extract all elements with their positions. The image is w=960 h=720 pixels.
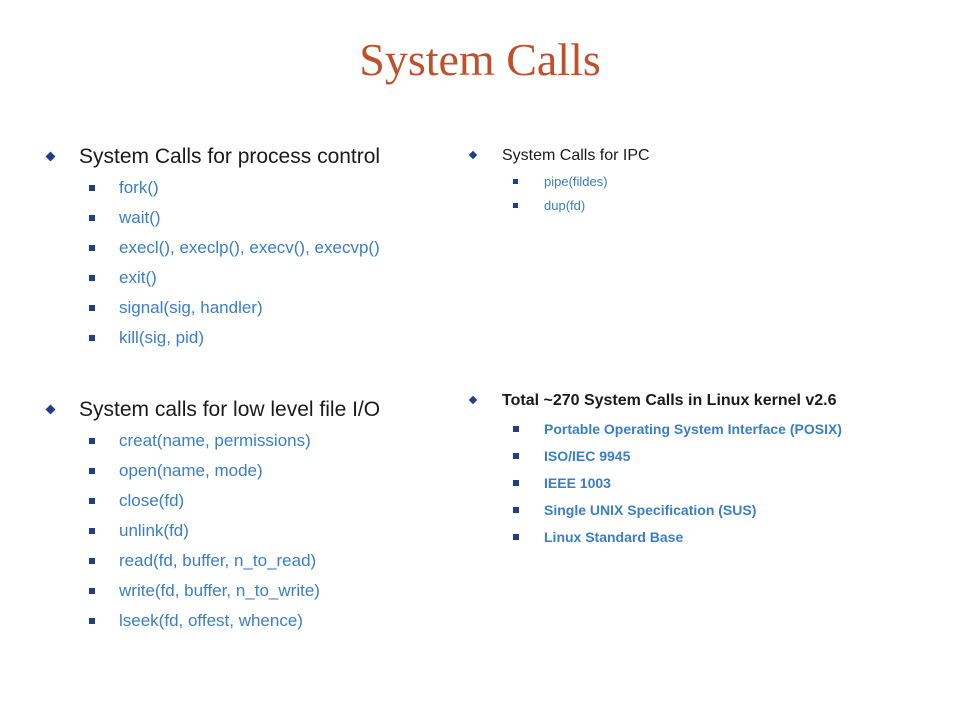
- list-item: Linux Standard Base: [513, 528, 880, 546]
- linux-heading: Total ~270 System Calls in Linux kernel …: [502, 392, 837, 409]
- ipc-heading: System Calls for IPC: [502, 147, 650, 164]
- square-bullet-icon: [513, 179, 518, 184]
- list-item: kill(sig, pid): [89, 327, 422, 349]
- process-control-heading: System Calls for process control: [79, 145, 381, 168]
- ipc-section: System Calls for IPC pipe(fildes) dup(fd…: [468, 146, 650, 221]
- list-item-text: read(fd, buffer, n_to_read): [119, 551, 317, 570]
- square-bullet-icon: [513, 453, 519, 459]
- list-item: signal(sig, handler): [89, 297, 422, 319]
- ipc-list: pipe(fildes) dup(fd): [470, 173, 650, 214]
- square-bullet-icon: [513, 203, 518, 208]
- square-bullet-icon: [89, 185, 95, 191]
- list-item-text: unlink(fd): [119, 521, 189, 540]
- slide-title: System Calls: [359, 34, 601, 85]
- process-control-section: System Calls for process control fork() …: [45, 143, 381, 357]
- list-item: pipe(fildes): [513, 173, 693, 190]
- list-item-text: exit(): [119, 268, 157, 287]
- square-bullet-icon: [89, 215, 95, 221]
- list-item: open(name, mode): [89, 460, 422, 482]
- list-item: Portable Operating System Interface (POS…: [513, 420, 880, 438]
- square-bullet-icon: [89, 438, 95, 444]
- list-item: creat(name, permissions): [89, 430, 422, 452]
- list-item-text: Single UNIX Specification (SUS): [544, 502, 757, 518]
- list-item: wait(): [89, 207, 422, 229]
- square-bullet-icon: [89, 305, 95, 311]
- list-item-text: wait(): [119, 208, 161, 227]
- square-bullet-icon: [89, 335, 95, 341]
- square-bullet-icon: [89, 468, 95, 474]
- list-item: fork(): [89, 177, 422, 199]
- list-item: Single UNIX Specification (SUS): [513, 501, 880, 519]
- file-io-heading: System calls for low level file I/O: [79, 398, 381, 421]
- list-item: dup(fd): [513, 197, 693, 214]
- list-item-text: open(name, mode): [119, 461, 263, 480]
- list-item: exit(): [89, 267, 422, 289]
- list-item: execl(), execlp(), execv(), execvp(): [89, 237, 422, 259]
- square-bullet-icon: [89, 245, 95, 251]
- list-item-text: lseek(fd, offest, whence): [119, 611, 303, 630]
- list-item-text: creat(name, permissions): [119, 431, 311, 450]
- list-item-text: fork(): [119, 178, 159, 197]
- list-item: ISO/IEC 9945: [513, 447, 880, 465]
- list-item-text: write(fd, buffer, n_to_write): [119, 581, 320, 600]
- list-item-text: kill(sig, pid): [119, 328, 205, 347]
- list-item: read(fd, buffer, n_to_read): [89, 550, 422, 572]
- list-item: write(fd, buffer, n_to_write): [89, 580, 422, 602]
- file-io-list: creat(name, permissions) open(name, mode…: [47, 430, 380, 632]
- list-item: unlink(fd): [89, 520, 422, 542]
- square-bullet-icon: [513, 507, 519, 513]
- square-bullet-icon: [89, 588, 95, 594]
- list-item: IEEE 1003: [513, 474, 880, 492]
- diamond-bullet-icon: [468, 395, 478, 405]
- bullet-heading: System Calls for IPC: [468, 146, 650, 166]
- square-bullet-icon: [89, 528, 95, 534]
- square-bullet-icon: [513, 426, 519, 432]
- list-item-text: IEEE 1003: [544, 475, 611, 491]
- linux-section: Total ~270 System Calls in Linux kernel …: [468, 391, 842, 555]
- list-item-text: signal(sig, handler): [119, 298, 263, 317]
- diamond-bullet-icon: [468, 150, 478, 160]
- bullet-heading: Total ~270 System Calls in Linux kernel …: [468, 391, 837, 411]
- linux-standards-list: Portable Operating System Interface (POS…: [470, 420, 842, 546]
- bullet-heading: System Calls for process control: [45, 143, 381, 171]
- list-item-text: pipe(fildes): [544, 174, 608, 189]
- list-item-text: Linux Standard Base: [544, 529, 684, 545]
- list-item: lseek(fd, offest, whence): [89, 610, 422, 632]
- square-bullet-icon: [513, 534, 519, 540]
- process-control-list: fork() wait() execl(), execlp(), execv()…: [47, 177, 380, 349]
- square-bullet-icon: [89, 275, 95, 281]
- list-item-text: dup(fd): [544, 198, 586, 213]
- bullet-heading: System calls for low level file I/O: [45, 396, 381, 424]
- list-item: close(fd): [89, 490, 422, 512]
- square-bullet-icon: [513, 480, 519, 486]
- diamond-bullet-icon: [45, 404, 56, 415]
- diamond-bullet-icon: [45, 151, 56, 162]
- file-io-section: System calls for low level file I/O crea…: [45, 396, 381, 640]
- list-item-text: ISO/IEC 9945: [544, 448, 631, 464]
- list-item-text: close(fd): [119, 491, 185, 510]
- list-item-text: execl(), execlp(), execv(), execvp(): [119, 238, 380, 257]
- square-bullet-icon: [89, 618, 95, 624]
- square-bullet-icon: [89, 498, 95, 504]
- square-bullet-icon: [89, 558, 95, 564]
- list-item-text: Portable Operating System Interface (POS…: [544, 421, 842, 437]
